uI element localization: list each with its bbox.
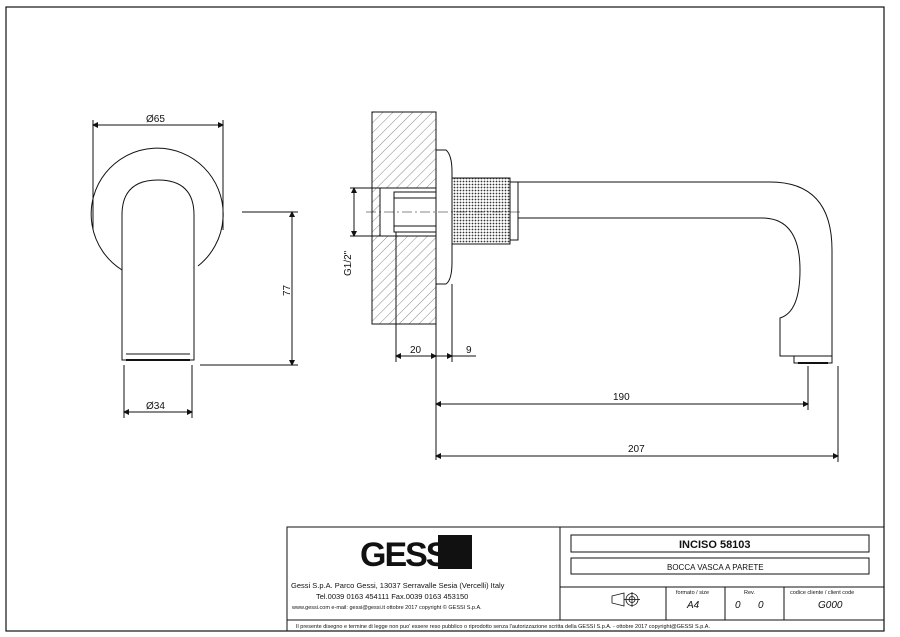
product-description: BOCCA VASCA A PARETE	[667, 563, 764, 572]
client-code-label: codice cliente / client code	[790, 590, 854, 596]
format-label: formato / size	[676, 590, 709, 596]
rev-value-1: 0	[735, 600, 741, 611]
dim-thread-g12: G1/2"	[343, 250, 354, 276]
dim-height-77: 77	[282, 284, 293, 296]
dim-diameter-65: Ø65	[146, 114, 165, 125]
dim-wall-20: 20	[410, 345, 422, 356]
spout-aerator	[793, 355, 833, 364]
rosette-flange	[435, 149, 453, 285]
spout-pipe	[517, 181, 833, 357]
client-code-value: G000	[818, 600, 843, 611]
dim-length-190: 190	[613, 392, 630, 403]
knurled-collar	[451, 177, 511, 245]
dim-diameter-34: Ø34	[146, 401, 165, 412]
section-view	[350, 111, 839, 462]
projection-symbol-icon	[611, 592, 640, 607]
title-block	[286, 526, 885, 632]
company-phone: Tel.0039 0163 454111 Fax.0039 0163 45315…	[316, 592, 468, 601]
side-view	[90, 120, 298, 418]
rev-value-2: 0	[758, 600, 764, 611]
dim-wall-9: 9	[466, 345, 472, 356]
format-value: A4	[686, 600, 700, 611]
dim-length-207: 207	[628, 444, 645, 455]
spout-front-body	[121, 179, 195, 361]
company-web: www.gessi.com e-mail: gessi@gessi.it ott…	[291, 604, 482, 611]
legal-notice: Il presente disegno e termine di legge n…	[296, 624, 710, 630]
rev-label: Rev.	[744, 590, 755, 596]
gessi-logo: GESSI	[360, 535, 472, 574]
product-code: INCISO 58103	[679, 539, 751, 551]
company-address: Gessi S.p.A. Parco Gessi, 13037 Serraval…	[291, 581, 505, 590]
